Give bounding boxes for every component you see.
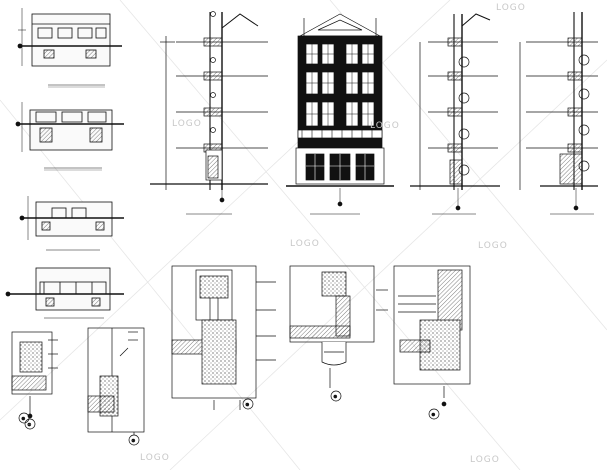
front-elevation [286,13,394,215]
watermark-logo: LOGO [172,119,202,129]
plan-1 [17,8,122,88]
watermark-logo: LOGO [370,121,400,131]
section-b [410,13,500,215]
detail-5 [393,265,471,407]
section-c [519,12,598,215]
detail-3: ③ [171,265,276,410]
plan-4 [5,267,124,319]
detail-marker-5: ⑤ [22,416,26,421]
plan-3 [19,196,124,251]
watermark-group: LOGO LOGO LOGO LOGO LOGO LOGO LOGO [140,3,526,465]
watermark-logo: LOGO [496,3,526,13]
detail-6: ⑥ ⑤ [18,408,440,424]
detail-marker-3: ③ [246,402,250,407]
detail-marker-4: ④ [334,394,338,399]
detail-marker-6: ⑥ [432,412,436,417]
plan-2 [15,102,124,171]
watermark-logo: LOGO [478,241,508,251]
watermark-logo: LOGO [470,455,500,465]
detail-4: ④ [289,265,388,402]
watermark-logo: LOGO [290,239,320,249]
detail-marker-2: ② [132,438,136,443]
detail-marker-1: ① [28,422,32,427]
detail-1: ① [11,331,58,430]
detail-2: ② [87,327,145,446]
section-a [150,11,268,215]
watermark-logo: LOGO [140,453,170,463]
